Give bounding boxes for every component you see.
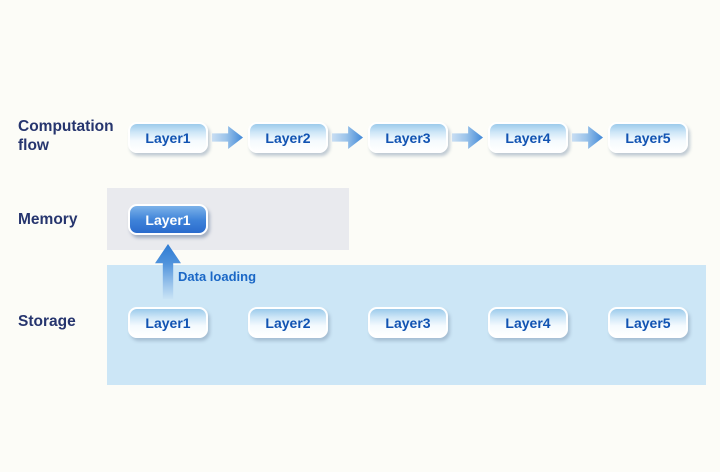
compute-layer-5: Layer5 [608,122,688,153]
storage-label: Storage [18,313,76,330]
storage-layer-3: Layer3 [368,307,448,338]
memory-layer-1: Layer1 [128,204,208,235]
storage-layer-4: Layer4 [488,307,568,338]
compute-layer-1: Layer1 [128,122,208,153]
compute-layer-4: Layer4 [488,122,568,153]
storage-layer-5: Layer5 [608,307,688,338]
computation-flow-label: Computation flow [18,118,114,154]
storage-layer-2: Layer2 [248,307,328,338]
flow-arrow-right-icon [332,126,363,149]
flow-arrow-right-icon [572,126,603,149]
memory-label: Memory [18,211,78,228]
storage-layer-1: Layer1 [128,307,208,338]
data-loading-label: Data loading [178,269,257,284]
compute-layer-2: Layer2 [248,122,328,153]
flow-arrow-right-icon [452,126,483,149]
compute-layer-3: Layer3 [368,122,448,153]
flow-arrow-right-icon [212,126,243,149]
